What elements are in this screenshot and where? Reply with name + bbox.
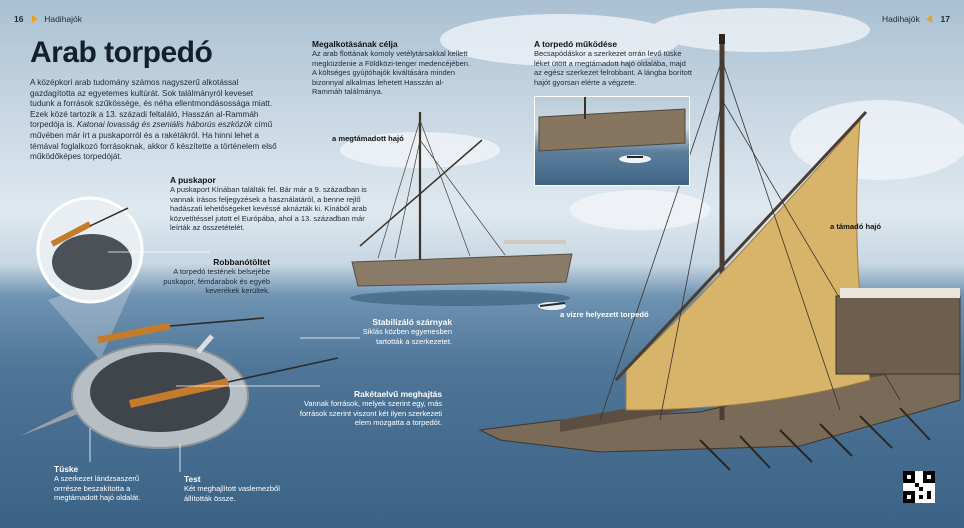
goal-text: Az arab flottának komoly vetélytársakkal… bbox=[312, 49, 471, 97]
body-text: Két meghajlított vaslemezből állították … bbox=[184, 484, 280, 503]
page-number-right: Hadihajók 17 bbox=[882, 14, 950, 24]
torpedo-closeup-circle bbox=[36, 196, 144, 360]
rocket-text: Vannak források, melyek szerint egy, más… bbox=[299, 399, 442, 428]
torpedo-in-water bbox=[538, 302, 566, 310]
page-number: 17 bbox=[940, 14, 950, 24]
charge-text: A torpedó testének belsejébe puskapor, f… bbox=[163, 267, 270, 296]
stabilizer-text: Siklás közben egyenesben tartották a sze… bbox=[362, 327, 452, 346]
page-number-left: 16 Hadihajók bbox=[14, 14, 82, 24]
label-torpedo-in-water: a vízre helyezett torpedő bbox=[560, 310, 649, 319]
arrow-left-icon bbox=[926, 15, 933, 23]
spike-heading: Tüske bbox=[54, 464, 79, 474]
attacked-ship bbox=[350, 112, 573, 306]
gunpowder-heading: A puskapor bbox=[170, 175, 216, 185]
intro-paragraph: A középkori arab tudomány számos nagysze… bbox=[30, 78, 273, 130]
spike-text: A szerkezet lándzsaszerű orrrésze beszak… bbox=[54, 474, 141, 503]
gunpowder-text: A puskaport Kínában találták fel. Bár má… bbox=[170, 185, 367, 233]
page-title: Arab torpedó bbox=[30, 36, 213, 69]
section-name: Hadihajók bbox=[44, 14, 83, 24]
goal-heading: Megalkotásának célja bbox=[312, 39, 398, 49]
inset-ship bbox=[538, 97, 686, 163]
operation-heading: A torpedó működése bbox=[534, 39, 617, 49]
goal-box: Megalkotásának célja Az arab flottának k… bbox=[312, 39, 472, 97]
qr-code-icon bbox=[903, 471, 935, 503]
qr-code[interactable] bbox=[903, 471, 935, 503]
page-number: 16 bbox=[14, 14, 24, 24]
operation-box: A torpedó működése Becsapódáskor a szerk… bbox=[534, 39, 694, 87]
charge-box: Robbanótöltet A torpedó testének belsejé… bbox=[150, 257, 270, 296]
torpedo-main bbox=[20, 317, 339, 449]
book-title: Katonai lovasság és zseniális háborús es… bbox=[76, 120, 253, 130]
section-name: Hadihajók bbox=[881, 14, 920, 24]
rocket-heading: Rakétaelvű meghajtás bbox=[354, 389, 442, 399]
label-attacking-ship: a támadó hajó bbox=[830, 222, 882, 231]
stabilizer-box: Stabilizáló szárnyak Siklás közben egyen… bbox=[360, 317, 452, 346]
charge-heading: Robbanótöltet bbox=[213, 257, 270, 267]
clouds bbox=[340, 8, 964, 230]
body-heading: Test bbox=[184, 474, 201, 484]
rocket-box: Rakétaelvű meghajtás Vannak források, me… bbox=[298, 389, 442, 428]
body-box: Test Két meghajlított vaslemezből állíto… bbox=[184, 474, 296, 503]
label-attacked-ship: a megtámadott hajó bbox=[332, 134, 404, 143]
intro-text: A középkori arab tudomány számos nagysze… bbox=[30, 78, 278, 163]
inset-image-explosion bbox=[534, 96, 690, 186]
gunpowder-box: A puskapor A puskaport Kínában találták … bbox=[170, 175, 368, 233]
pointer-lines bbox=[89, 251, 360, 472]
intro-paragraph-cont: című művében már írt a puskaporról és a … bbox=[30, 120, 277, 162]
attacking-ship bbox=[478, 34, 961, 471]
spike-box: Tüske A szerkezet lándzsaszerű orrrésze … bbox=[54, 464, 166, 503]
stabilizer-heading: Stabilizáló szárnyak bbox=[372, 317, 452, 327]
arrow-right-icon bbox=[31, 15, 38, 23]
operation-text: Becsapódáskor a szerkezet orrán levő tüs… bbox=[534, 49, 693, 87]
